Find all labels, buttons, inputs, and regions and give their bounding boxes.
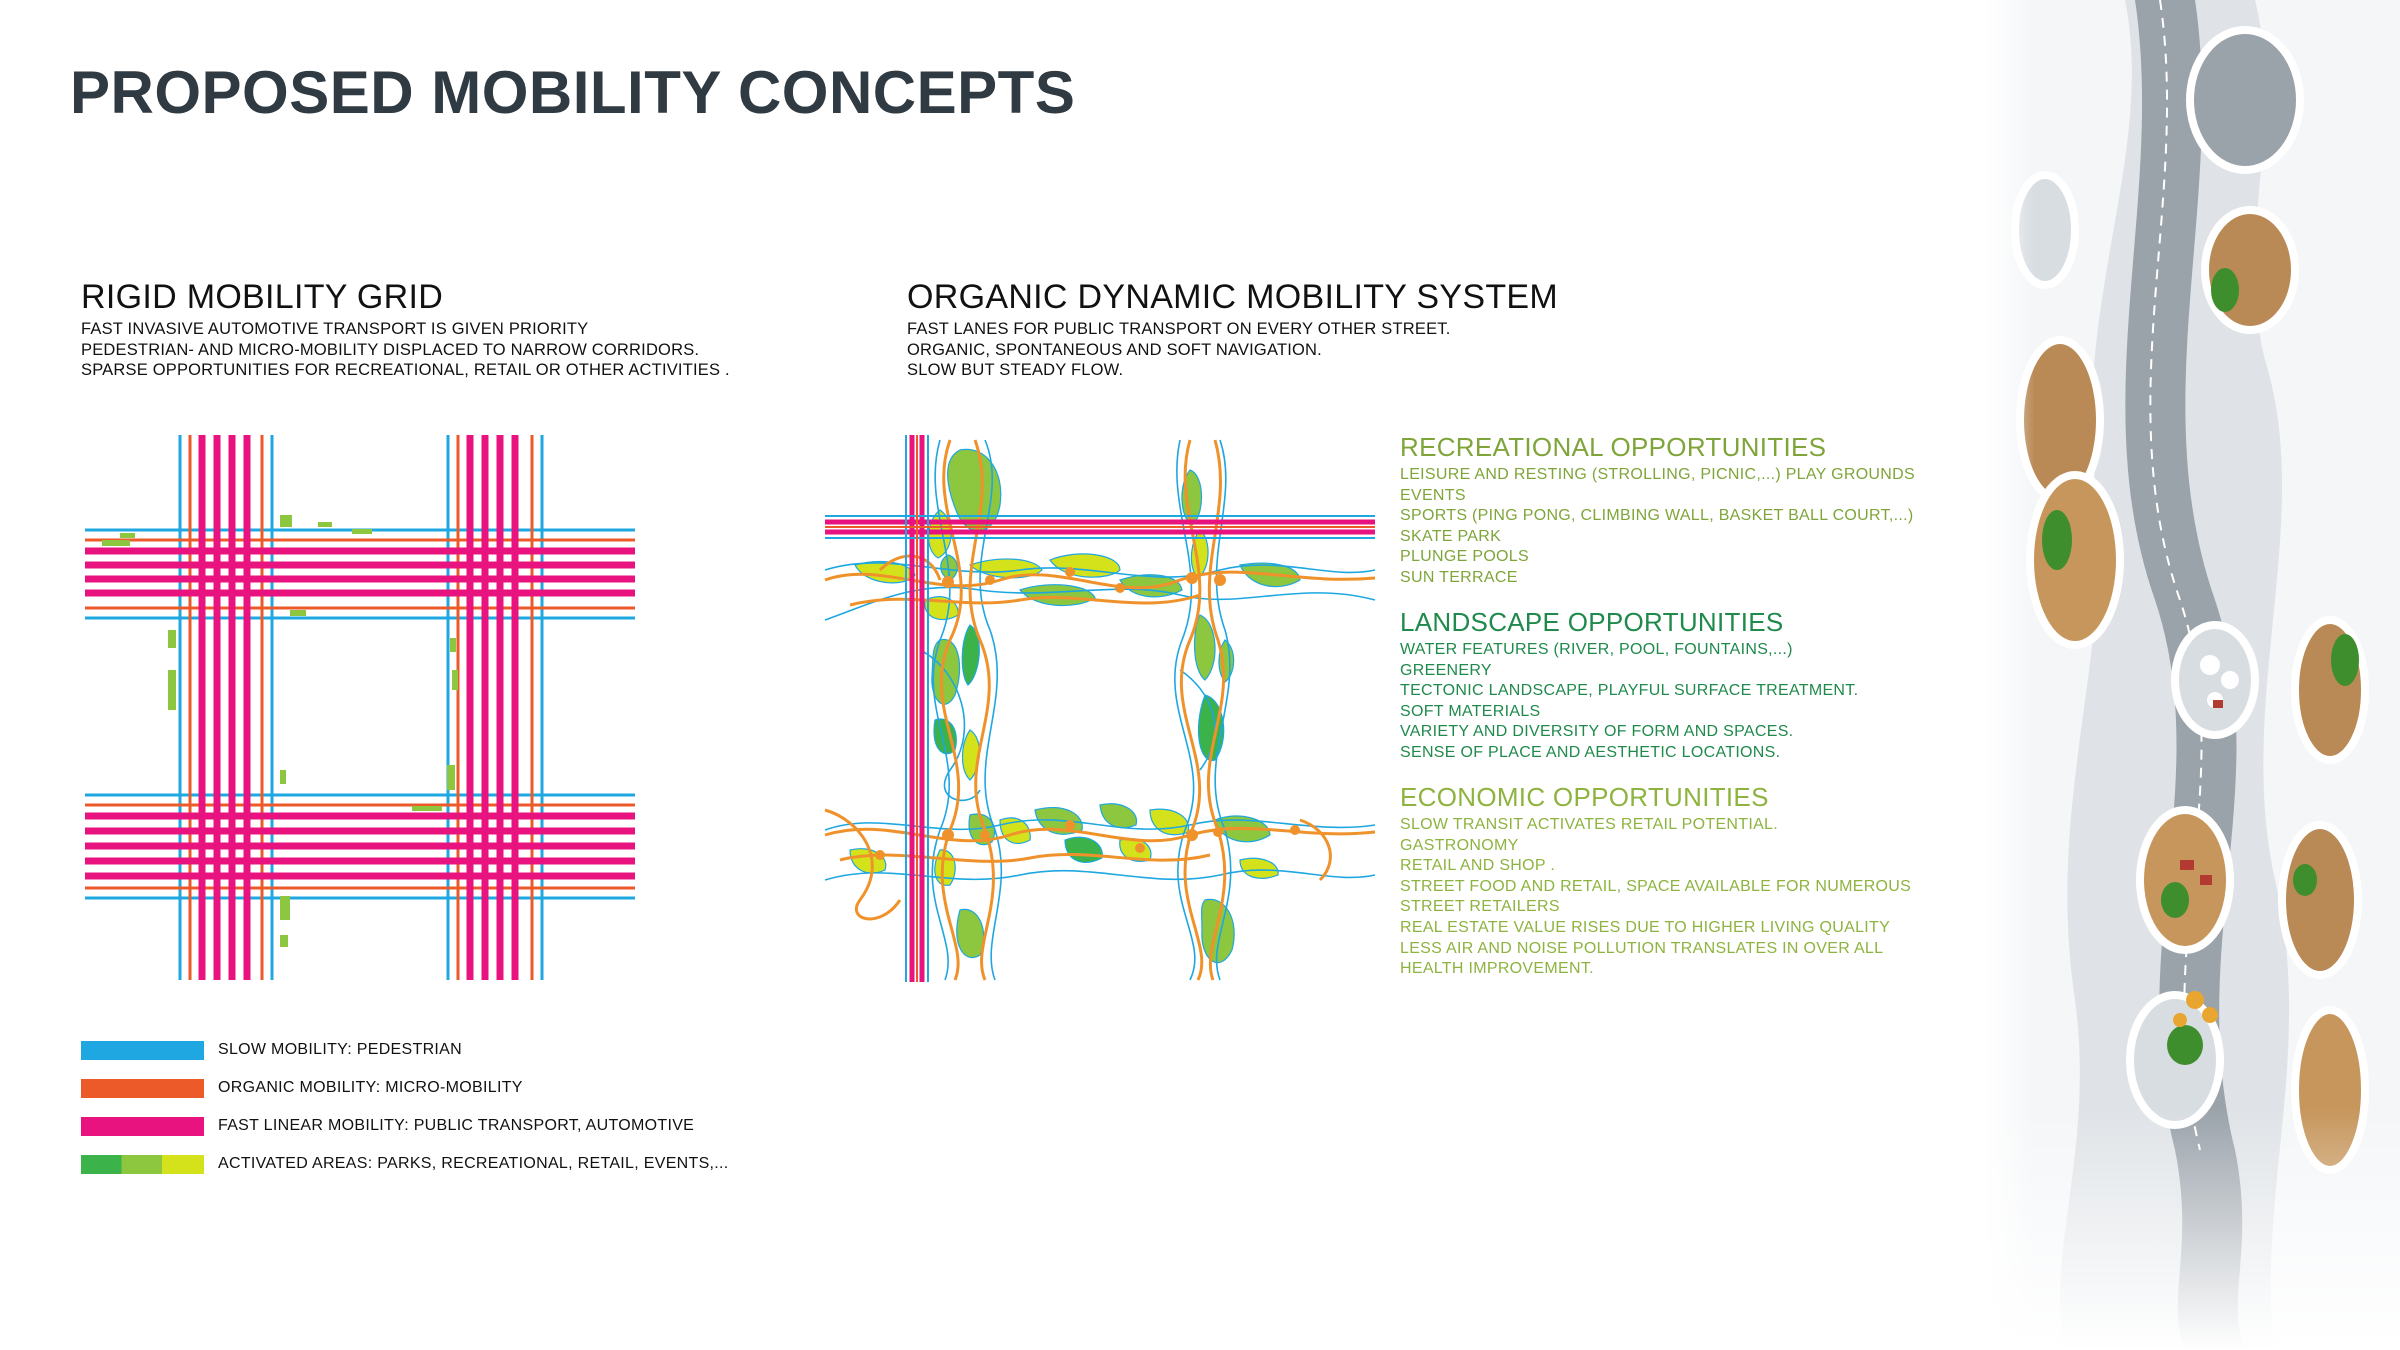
- rigid-description: FAST INVASIVE AUTOMOTIVE TRANSPORT IS GI…: [81, 319, 730, 381]
- recreational-line: SPORTS (PING PONG, CLIMBING WALL, BASKET…: [1400, 507, 1914, 525]
- legend-swatch: [81, 1117, 204, 1136]
- landscape-line: SENSE OF PLACE AND AESTHETIC LOCATIONS.: [1400, 743, 1781, 761]
- economic-line: GASTRONOMY: [1400, 836, 1519, 854]
- page-title: PROPOSED MOBILITY CONCEPTS: [70, 59, 1076, 126]
- economic-opportunities: ECONOMIC OPPORTUNITIES SLOW TRANSIT ACTI…: [1400, 782, 1911, 980]
- landscape-line: WATER FEATURES (RIVER, POOL, FOUNTAINS,.…: [1400, 641, 1793, 658]
- recreational-line: LEISURE AND RESTING (STROLLING, PICNIC,.…: [1400, 466, 1915, 483]
- legend-swatch: [81, 1079, 204, 1098]
- rigid-section-header: RIGID MOBILITY GRID FAST INVASIVE AUTOMO…: [81, 278, 730, 381]
- recreational-line: EVENTS: [1400, 486, 1466, 504]
- landscape-line: VARIETY AND DIVERSITY OF FORM AND SPACES…: [1400, 723, 1794, 741]
- recreational-opportunities: RECREATIONAL OPPORTUNITIES LEISURE AND R…: [1400, 432, 1915, 589]
- aerial-rendering-image: [1985, 0, 2400, 1350]
- organic-line: SLOW BUT STEADY FLOW.: [907, 361, 1124, 379]
- rigid-title: RIGID MOBILITY GRID: [81, 278, 444, 316]
- organic-title: ORGANIC DYNAMIC MOBILITY SYSTEM: [907, 278, 1558, 316]
- landscape-title: LANDSCAPE OPPORTUNITIES: [1400, 607, 1784, 637]
- landscape-opportunities: LANDSCAPE OPPORTUNITIES WATER FEATURES (…: [1400, 607, 1858, 764]
- recreational-title: RECREATIONAL OPPORTUNITIES: [1400, 432, 1827, 462]
- landscape-line: TECTONIC LANDSCAPE, PLAYFUL SURFACE TREA…: [1400, 682, 1859, 700]
- organic-system-diagram: [824, 435, 1376, 982]
- organic-line: FAST LANES FOR PUBLIC TRANSPORT ON EVERY…: [907, 320, 1451, 338]
- rigid-line: SPARSE OPPORTUNITIES FOR RECREATIONAL, R…: [81, 361, 730, 379]
- fast-lanes: [825, 435, 1375, 982]
- micro-mobility-nodes: [875, 567, 1300, 860]
- rigid-line: PEDESTRIAN- AND MICRO-MOBILITY DISPLACED…: [81, 340, 700, 359]
- rigid-grid-diagram: [85, 435, 635, 980]
- economic-line: SLOW TRANSIT ACTIVATES RETAIL POTENTIAL.: [1400, 816, 1778, 833]
- recreational-line: SKATE PARK: [1400, 527, 1502, 545]
- rigid-line: FAST INVASIVE AUTOMOTIVE TRANSPORT IS GI…: [81, 320, 589, 338]
- economic-line: REAL ESTATE VALUE RISES DUE TO HIGHER LI…: [1400, 918, 1891, 936]
- economic-line: LESS AIR AND NOISE POLLUTION TRANSLATES …: [1400, 939, 1884, 957]
- organic-section-header: ORGANIC DYNAMIC MOBILITY SYSTEM FAST LAN…: [907, 278, 1558, 381]
- legend-label: ACTIVATED AREAS: PARKS, RECREATIONAL, RE…: [218, 1155, 729, 1172]
- economic-line: HEALTH IMPROVEMENT.: [1400, 960, 1594, 978]
- legend-swatch: [81, 1155, 204, 1174]
- recreational-line: PLUNGE POOLS: [1400, 548, 1529, 566]
- organic-line: ORGANIC, SPONTANEOUS AND SOFT NAVIGATION…: [907, 340, 1322, 359]
- legend-label: FAST LINEAR MOBILITY: PUBLIC TRANSPORT, …: [218, 1117, 695, 1134]
- economic-line: STREET FOOD AND RETAIL, SPACE AVAILABLE …: [1400, 877, 1912, 895]
- legend-label: SLOW MOBILITY: PEDESTRIAN: [218, 1041, 462, 1058]
- landscape-line: GREENERY: [1400, 661, 1492, 679]
- legend-label: ORGANIC MOBILITY: MICRO-MOBILITY: [218, 1079, 523, 1096]
- economic-line: STREET RETAILERS: [1400, 898, 1560, 916]
- recreational-line: SUN TERRACE: [1400, 568, 1518, 586]
- economic-line: RETAIL AND SHOP .: [1400, 857, 1556, 875]
- economic-title: ECONOMIC OPPORTUNITIES: [1400, 782, 1769, 812]
- legend-swatch: [81, 1041, 204, 1060]
- organic-description: FAST LANES FOR PUBLIC TRANSPORT ON EVERY…: [907, 319, 1558, 381]
- landscape-line: SOFT MATERIALS: [1400, 702, 1541, 720]
- micro-mobility-curves: [824, 439, 1376, 981]
